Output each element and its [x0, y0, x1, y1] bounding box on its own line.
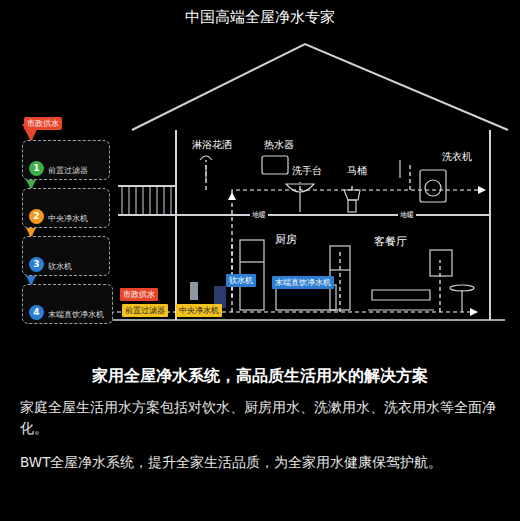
step-label: 中央净水机	[48, 213, 88, 224]
pipe-arrows	[228, 186, 486, 316]
flow-arrow	[30, 228, 33, 236]
body-paragraph: BWT全屋净水系统，提升全家生活品质，为全家用水健康保驾护航。	[20, 452, 500, 473]
water-pipes	[110, 160, 478, 312]
room-label: 淋浴花洒	[190, 138, 234, 152]
tag-label: 软水机	[229, 275, 253, 286]
step-label: 软水机	[48, 261, 72, 272]
tag-label: 前置过滤器	[125, 305, 165, 316]
tag-label: 末端直饮净水机	[275, 277, 331, 288]
balcony-railing	[122, 186, 171, 215]
component-tag: 软水机	[226, 274, 256, 287]
step-label: 末端直饮净水机	[48, 309, 104, 320]
room-label: 马桶	[345, 164, 369, 178]
room-label: 洗衣机	[440, 150, 474, 164]
process-step-box: 3 软水机	[22, 236, 110, 276]
component-tag: 市政供水	[24, 117, 62, 130]
room-label: 热水器	[262, 138, 296, 152]
step-label: 前置过滤器	[48, 165, 88, 176]
component-tag: 前置过滤器	[122, 304, 168, 317]
callout-number: 2	[29, 209, 44, 224]
tag-label: 中央净水机	[179, 305, 219, 316]
section-heading: 家用全屋净水系统，高品质生活用水的解决方案	[0, 366, 520, 387]
process-step-box: 4 末端直饮净水机	[22, 284, 113, 324]
room-label: 客餐厅	[372, 234, 409, 249]
house-outline	[100, 44, 508, 320]
component-tag: 市政供水	[120, 288, 158, 301]
callout-number: 4	[29, 305, 44, 320]
room-label: 洗手台	[290, 164, 324, 178]
flow-arrow	[30, 180, 33, 188]
room-label: 厨房	[273, 232, 299, 247]
room-label: 地暖	[250, 210, 268, 220]
fixtures	[200, 156, 474, 312]
flow-arrow	[30, 276, 33, 284]
page-title: 中国高端全屋净水专家	[0, 8, 520, 27]
process-step-box: 2 中央净水机	[22, 188, 110, 228]
component-tag: 末端直饮净水机	[272, 276, 334, 289]
component-tag: 中央净水机	[176, 304, 222, 317]
flow-arrow	[30, 130, 33, 140]
tag-label: 市政供水	[27, 118, 59, 129]
tag-label: 市政供水	[123, 289, 155, 300]
body-paragraph: 家庭全屋生活用水方案包括对饮水、厨房用水、洗漱用水、洗衣用水等全面净化。	[20, 397, 500, 439]
room-label: 地暖	[398, 210, 416, 220]
callout-number: 1	[29, 161, 44, 176]
process-step-box: 1 前置过滤器	[22, 140, 110, 180]
callout-number: 3	[29, 257, 44, 272]
